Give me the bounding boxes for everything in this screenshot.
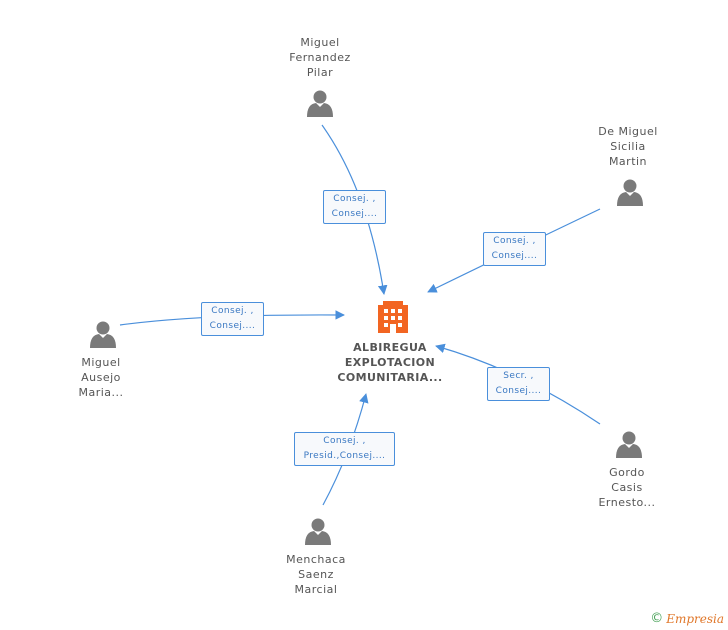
person-name-line: Fernandez — [289, 51, 351, 64]
person-name-line: Menchaca — [286, 553, 346, 566]
person-name-line: Miguel — [300, 36, 340, 49]
person-name-line: Martin — [608, 155, 648, 168]
role-line: Consej.... — [331, 209, 378, 219]
person-name-line: Gordo — [609, 466, 645, 479]
person-name-line: Pilar — [306, 66, 334, 79]
company-name[interactable]: ALBIREGUA EXPLOTACION COMUNITARIA... — [330, 340, 450, 385]
company-name-line: EXPLOTACION — [344, 356, 436, 369]
person-name-line: Maria... — [78, 386, 124, 399]
role-line: Consej.... — [209, 321, 256, 331]
person-name-line: Miguel — [81, 356, 121, 369]
role-line: Secr. , — [503, 371, 534, 381]
role-line: Consej.... — [495, 386, 542, 396]
role-badge[interactable]: Consej. , Presid.,Consej.... — [294, 432, 395, 466]
role-line: Consej. , — [323, 436, 366, 446]
brand-logo[interactable]: © Empresia — [650, 611, 724, 626]
person-name-line: Ausejo — [81, 371, 121, 384]
company-name-line: ALBIREGUA — [353, 341, 427, 354]
role-badge[interactable]: Consej. , Consej.... — [323, 190, 386, 224]
company-name-line: COMUNITARIA... — [337, 371, 443, 384]
role-line: Consej. , — [493, 236, 536, 246]
person-name-line: Sicilia — [610, 140, 646, 153]
person-icon[interactable] — [617, 179, 643, 207]
person-name-line: Ernesto... — [598, 496, 656, 509]
role-line: Consej. , — [211, 306, 254, 316]
person-name-line: Casis — [611, 481, 643, 494]
person-icon[interactable] — [90, 321, 116, 349]
person-name-line: Marcial — [294, 583, 338, 596]
person-icon[interactable] — [616, 431, 642, 459]
person-icon[interactable] — [307, 90, 333, 118]
person-name-line: Saenz — [298, 568, 334, 581]
role-badge[interactable]: Secr. , Consej.... — [487, 367, 550, 401]
role-line: Presid.,Consej.... — [303, 451, 386, 461]
person-icon[interactable] — [305, 518, 331, 546]
role-line: Consej.... — [491, 251, 538, 261]
person-name-line: De Miguel — [598, 125, 658, 138]
role-badge[interactable]: Consej. , Consej.... — [201, 302, 264, 336]
brand-name: Empresia — [666, 611, 724, 626]
role-badge[interactable]: Consej. , Consej.... — [483, 232, 546, 266]
role-line: Consej. , — [333, 194, 376, 204]
building-icon[interactable] — [378, 301, 408, 333]
copyright-icon: © — [650, 611, 664, 626]
